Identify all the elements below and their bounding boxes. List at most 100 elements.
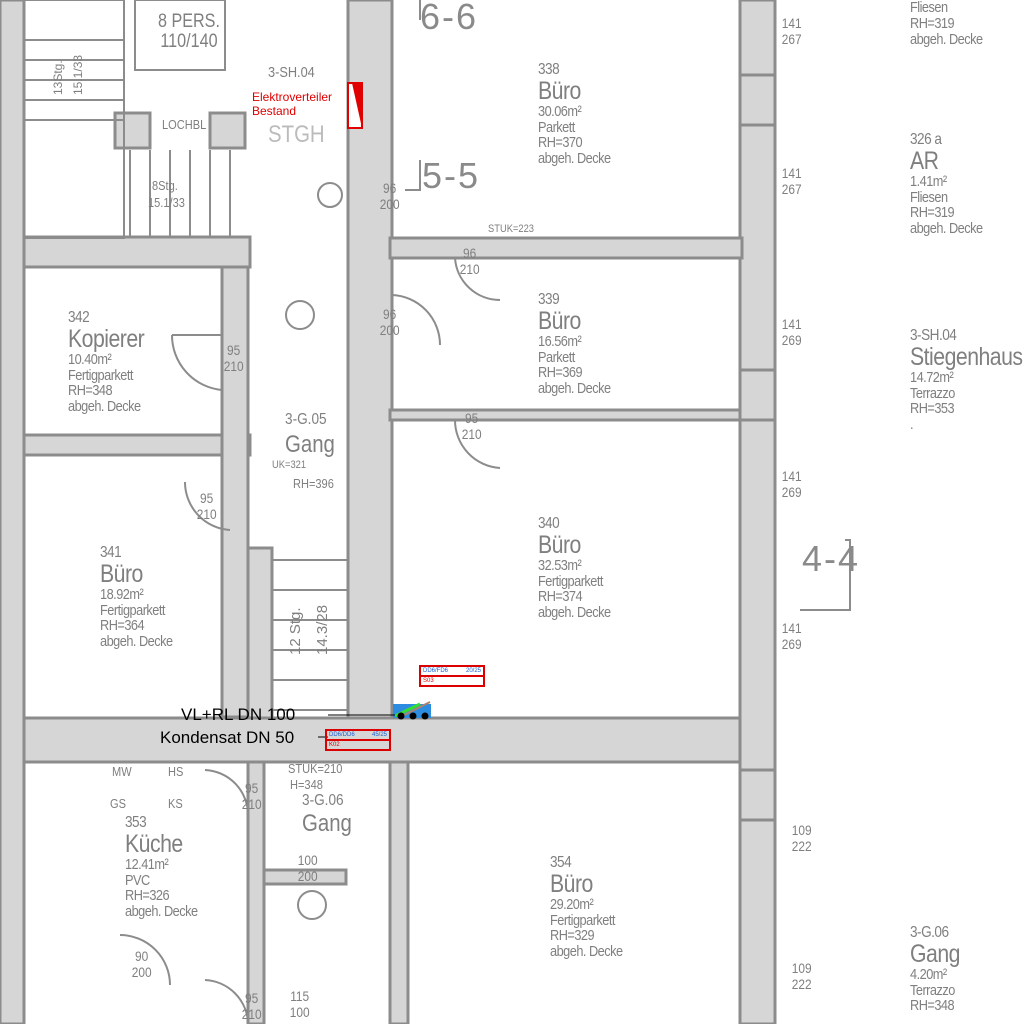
room-ceiling: abgeh. Decke bbox=[910, 30, 983, 48]
gang06-rh: H=348 bbox=[290, 777, 323, 792]
stuk-label: STUK=223 bbox=[488, 223, 535, 235]
room-height: RH=364 bbox=[100, 617, 145, 635]
stair-steps: 13Stg. bbox=[51, 60, 65, 95]
room-338: 338 Büro 30.06m² Parkett RH=370 abgeh. D… bbox=[538, 61, 611, 168]
room-area: 16.56m² bbox=[538, 332, 582, 350]
kitchen-hs: HS bbox=[168, 764, 184, 779]
pipe-label-vlrl: VL+RL DN 100 bbox=[181, 705, 296, 724]
room-stiegenhaus: 3-SH.04 Stiegenhaus 14.72m² Terrazzo RH=… bbox=[910, 327, 1023, 434]
room-number: 326 a bbox=[910, 131, 942, 148]
room-floor: Parkett bbox=[538, 348, 575, 366]
room-name: Büro bbox=[550, 869, 593, 898]
stair-ratio: 14.3/28 bbox=[314, 604, 331, 655]
room-number: 353 bbox=[125, 814, 147, 831]
stuk-label: STUK=210 bbox=[288, 761, 343, 776]
lift-capacity: 8 PERS. bbox=[158, 11, 220, 32]
room-number: 342 bbox=[68, 309, 90, 326]
stair-steps: 8Stg. bbox=[152, 178, 178, 193]
wall bbox=[388, 408, 744, 422]
room-height: RH=348 bbox=[68, 382, 113, 400]
room-ceiling: abgeh. Decke bbox=[910, 220, 983, 238]
room-floor: Fliesen bbox=[910, 188, 948, 206]
wall bbox=[0, 0, 26, 1024]
wall bbox=[113, 111, 152, 150]
room-341: 341 Büro 18.92m² Fertigparkett RH=364 ab… bbox=[100, 544, 173, 651]
room-name: Büro bbox=[538, 530, 581, 559]
room-name: AR bbox=[910, 146, 939, 175]
room-ceiling: abgeh. Decke bbox=[538, 604, 611, 622]
room-height: RH=353 bbox=[910, 400, 955, 418]
room-name: Gang bbox=[910, 939, 960, 968]
section-mark: 4-4 bbox=[802, 538, 861, 579]
room-area: 4.20m² bbox=[910, 965, 947, 983]
room-name: Büro bbox=[538, 76, 581, 105]
room-area: 10.40m² bbox=[68, 350, 112, 368]
wall bbox=[738, 73, 777, 127]
gang05-rh: RH=396 bbox=[293, 476, 334, 491]
room-name: Büro bbox=[100, 559, 143, 588]
room-height: RH=326 bbox=[125, 887, 170, 905]
room-number: 338 bbox=[538, 61, 560, 78]
wall bbox=[738, 768, 777, 822]
wall bbox=[738, 368, 777, 422]
pipe-label-kondensat: Kondensat DN 50 bbox=[160, 728, 295, 747]
room-label: Fliesen RH=319 abgeh. Decke bbox=[910, 0, 983, 47]
stair-ratio: 15.1/33 bbox=[148, 195, 185, 210]
gang06-name: Gang bbox=[302, 810, 352, 837]
wall bbox=[262, 868, 348, 886]
room-ceiling: abgeh. Decke bbox=[538, 150, 611, 168]
stgh-name: STGH bbox=[268, 121, 325, 148]
room-name: Küche bbox=[125, 829, 183, 858]
lift-size: 110/140 bbox=[160, 30, 218, 52]
room-floor: Fertigparkett bbox=[550, 911, 615, 929]
room-353: 353 Küche 12.41m² PVC RH=326 abgeh. Deck… bbox=[125, 814, 198, 920]
room-floor: Terrazzo bbox=[910, 981, 955, 999]
room-height: RH=319 bbox=[910, 204, 955, 222]
gang05-name: Gang bbox=[285, 431, 335, 458]
room-height: RH=369 bbox=[538, 364, 583, 382]
pipe-marker bbox=[318, 701, 431, 738]
room-gang-3g06: 3-G.06 Gang 4.20m² Terrazzo RH=348 bbox=[910, 924, 960, 1014]
room-area: 14.72m² bbox=[910, 368, 954, 386]
room-ceiling: abgeh. Decke bbox=[100, 633, 173, 651]
room-area: 12.41m² bbox=[125, 855, 169, 873]
section-mark: 5-5 bbox=[422, 155, 481, 196]
room-number: 3-SH.04 bbox=[910, 327, 957, 344]
stair-steps: 12 Stg. bbox=[287, 607, 304, 655]
section-mark: 6-6 bbox=[420, 0, 479, 37]
room-ceiling: abgeh. Decke bbox=[550, 943, 623, 961]
room-ceiling: . bbox=[910, 416, 914, 434]
wall bbox=[388, 236, 744, 260]
room-floor: Terrazzo bbox=[910, 384, 955, 402]
wall bbox=[246, 546, 274, 720]
room-number: 340 bbox=[538, 515, 560, 532]
room-340: 340 Büro 32.53m² Fertigparkett RH=374 ab… bbox=[538, 515, 611, 622]
room-floor: Fliesen bbox=[910, 0, 948, 16]
room-number: 341 bbox=[100, 544, 122, 561]
room-area: 29.20m² bbox=[550, 895, 594, 913]
room-342: 342 Kopierer 10.40m² Fertigparkett RH=34… bbox=[68, 309, 145, 415]
room-339: 339 Büro 16.56m² Parkett RH=369 abgeh. D… bbox=[538, 291, 611, 397]
kitchen-gs: GS bbox=[110, 796, 126, 811]
wall bbox=[0, 433, 252, 457]
room-area: 30.06m² bbox=[538, 102, 582, 120]
room-floor: PVC bbox=[125, 871, 150, 889]
room-height: RH=370 bbox=[538, 134, 583, 152]
stgh-number: 3-SH.04 bbox=[268, 64, 315, 81]
